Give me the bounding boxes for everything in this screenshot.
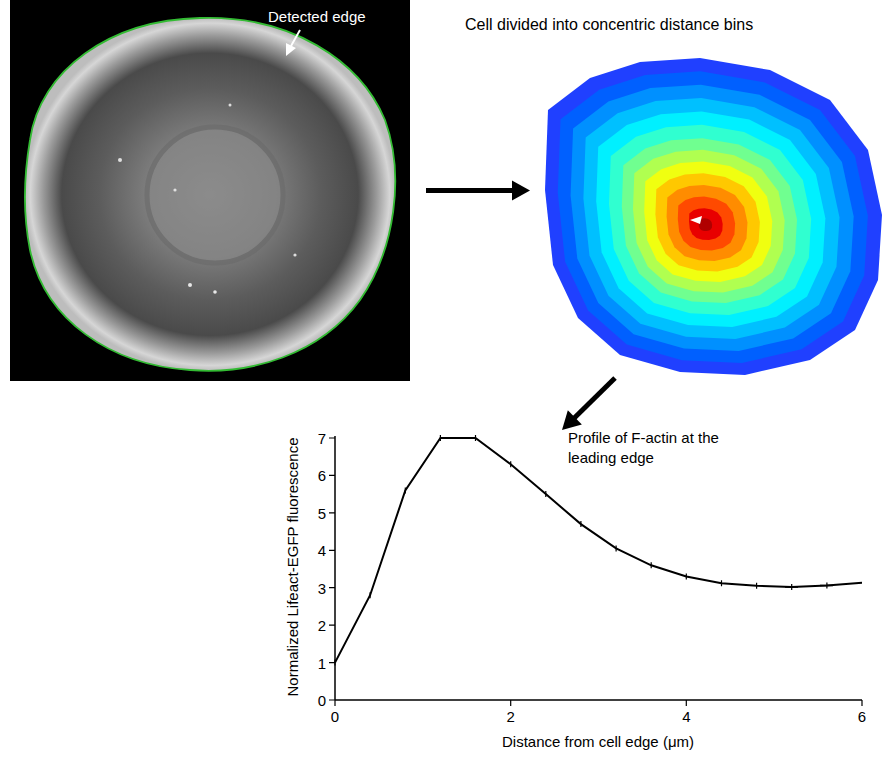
line-chart: [329, 435, 862, 706]
tick-label: 0: [318, 692, 326, 709]
tick-label: 1: [318, 654, 326, 671]
arrow-head: [562, 410, 582, 430]
profile-note: Profile of F-actin at the leading edge: [568, 428, 720, 469]
axis-title: Normalized Lifeact-EGFP fluorescence: [284, 438, 301, 697]
distance-map-panel: Cell divided into concentric distance bi…: [540, 58, 885, 376]
tick-label: 6: [858, 708, 866, 725]
tick-label: 2: [318, 617, 326, 634]
microscope-panel: Detected edge: [10, 0, 410, 381]
arrow-head: [512, 181, 530, 201]
annotation-text: Profile of F-actin at the leading edge: [568, 428, 720, 467]
tick-label: 6: [318, 467, 326, 484]
tick-label: 7: [318, 429, 326, 446]
tick-label: 2: [506, 708, 514, 725]
tick-label: 5: [318, 504, 326, 521]
callout-label: Detected edge: [268, 8, 366, 25]
arrow-shaft: [572, 378, 615, 420]
tick-label: 4: [682, 708, 690, 725]
microscope-image: [10, 0, 410, 381]
flow-arrow: [426, 181, 530, 201]
arrow-shaft: [426, 188, 516, 193]
tick-label: 4: [318, 542, 326, 559]
axis-title: Distance from cell edge (μm): [502, 733, 694, 750]
tick-label: 0: [331, 708, 339, 725]
tick-label: 3: [318, 579, 326, 596]
flow-arrow: [562, 378, 615, 430]
panel-title: Cell divided into concentric distance bi…: [465, 16, 753, 34]
distance-map: [545, 58, 882, 375]
